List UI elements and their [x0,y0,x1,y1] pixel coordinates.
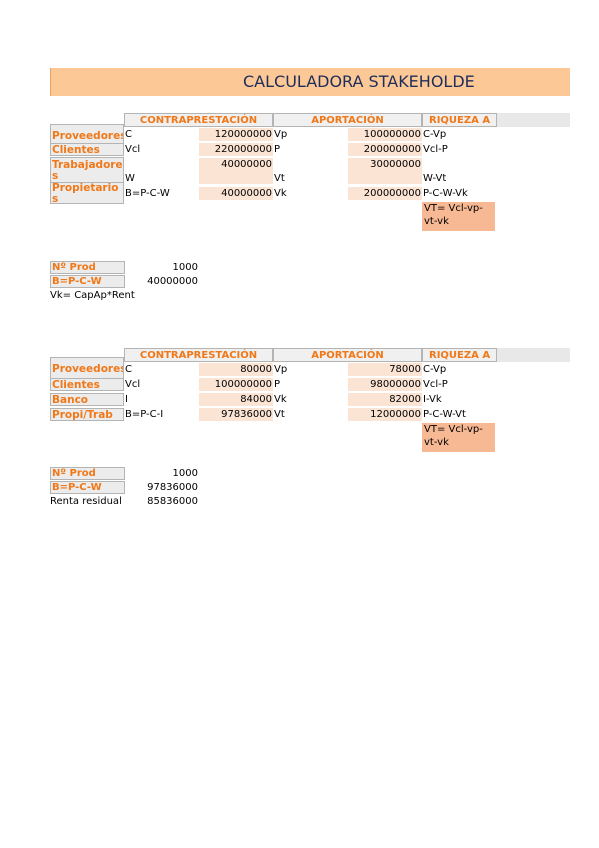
s1-note: Vk= CapAp*Rent [50,290,135,301]
row-label-trabajadores: Trabajadores [50,157,124,185]
page-title: CALCULADORA STAKEHOLDE [243,72,475,91]
s1-nprod-value: 1000 [172,262,198,273]
s2-r1-asym: Vp [274,364,288,375]
s2-nprod-value: 1000 [172,468,198,479]
s2-r1-sym: C [125,364,132,375]
s1-r1-riqueza: C-Vp [423,129,447,140]
s2-r1-riqueza: C-Vp [423,364,447,375]
header2-riqueza: RIQUEZA A [422,348,497,362]
s1-r1-value: 120000000 [199,128,273,141]
s2-r2-sym: Vcl [125,379,141,390]
s1-vt-formula: VT= Vcl-vp-vt-vk [422,202,495,231]
s2-r4-asym: Vt [274,409,285,420]
header2-contraprestacion: CONTRAPRESTACIÓN [124,348,273,362]
s2-row-label-banco: Banco [50,393,124,406]
s2-r2-asym: P [274,379,281,390]
s2-r1-value: 80000 [199,363,273,376]
s1-r1-avalue: 100000000 [348,128,422,141]
s1-r4-avalue: 200000000 [348,187,422,200]
s2-r4-sym: B=P-C-I [125,409,164,420]
header2-aportacion: APORTACIÓN [273,348,422,362]
header-contraprestacion: CONTRAPRESTACIÓN [124,113,273,127]
s2-r3-riqueza: I-Vk [423,394,442,405]
s1-r3-avalue-fill [348,171,422,184]
s2-r4-riqueza: P-C-W-Vt [423,409,466,420]
s1-r1-sym: C [125,129,132,140]
s1-b-value: 40000000 [147,276,198,287]
header-aportacion: APORTACIÓN [273,113,422,127]
s1-r3-asym: Vt [274,173,285,184]
s1-r4-sym: B=P-C-W [125,188,170,199]
s2-r4-avalue: 12000000 [348,408,422,421]
s2-residual-value: 85836000 [147,496,198,507]
s1-r3-value: 40000000 [199,158,273,171]
s2-r3-avalue: 82000 [348,393,422,406]
s1-r1-asym: Vp [274,129,288,140]
s1-r2-riqueza: Vcl-P [423,144,448,155]
s2-r3-sym: I [125,394,128,405]
s2-residual-label: Renta residual [50,496,122,507]
s1-nprod-label: Nº Prod [50,261,125,274]
s2-row-label-proveedores: Proveedores [50,357,124,379]
s2-r3-asym: Vk [274,394,287,405]
s1-r2-asym: P [274,144,281,155]
s1-r3-value-fill [199,171,273,184]
s1-r4-riqueza: P-C-W-Vk [423,188,468,199]
s2-b-label: B=P-C-W [50,481,125,494]
s1-r3-sym: W [125,173,135,184]
s2-r3-value: 84000 [199,393,273,406]
s1-b-label: B=P-C-W [50,275,125,288]
s1-r4-asym: Vk [274,188,287,199]
s2-row-label-clientes: Clientes [50,378,124,391]
row-label-clientes: Clientes [50,143,124,156]
header-riqueza: RIQUEZA A [422,113,497,127]
s1-r3-avalue: 30000000 [348,158,422,171]
row-label-propietarios: Propietarios [50,182,124,204]
row-label-proveedores: Proveedores [50,124,124,146]
s2-r2-riqueza: Vcl-P [423,379,448,390]
s2-r1-avalue: 78000 [348,363,422,376]
s1-r3-riqueza: W-Vt [423,173,447,184]
s1-r2-avalue: 200000000 [348,143,422,156]
s2-r4-value: 97836000 [199,408,273,421]
title-banner [50,68,570,96]
s1-r4-value: 40000000 [199,187,273,200]
s2-b-value: 97836000 [147,482,198,493]
s1-r2-value: 220000000 [199,143,273,156]
s2-r2-value: 100000000 [199,378,273,391]
s1-r2-sym: Vcl [125,144,141,155]
s2-row-label-propi-trab: Propi/Trab [50,408,124,421]
s2-r2-avalue: 98000000 [348,378,422,391]
s2-nprod-label: Nº Prod [50,467,125,480]
s2-vt-formula: VT= Vcl-vp-vt-vk [422,423,495,452]
